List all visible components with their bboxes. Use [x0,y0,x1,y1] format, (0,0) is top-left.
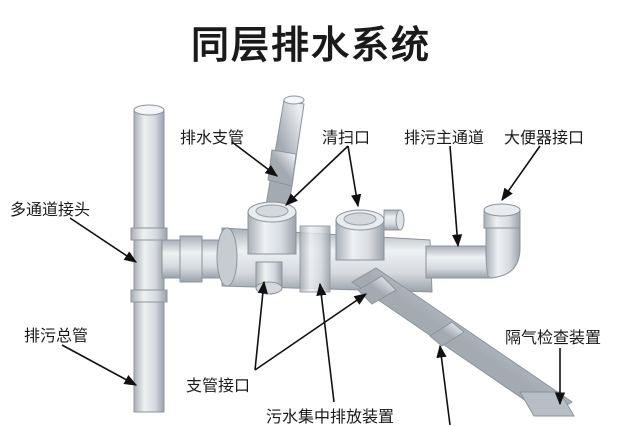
leader-arrows [61,141,566,425]
main-channel-pipe [425,203,521,279]
cleanout-left [247,201,297,255]
label-main-drain-stack: 排污总管 [24,326,89,345]
label-branch-interface: 支管接口 [186,376,251,395]
label-multi-channel-joint: 多通道接头 [10,200,91,219]
outlet-diagonal-pipe [351,267,575,417]
label-toilet-interface: 大便器接口 [504,128,585,147]
label-odor-isolation: 隔气检查装置 [505,328,602,347]
diagram-title: 同层排水系统 [190,23,431,67]
label-collection-device: 污水集中排放装置 [266,407,395,426]
cleanout-right [335,209,405,261]
label-main-channel: 排污主通道 [404,128,485,147]
branch-interface-stub [255,261,283,295]
label-cleanout: 清扫口 [322,128,371,147]
branch-drain-pipe [265,95,305,213]
main-drain-stack-pipe [130,104,168,413]
label-branch-drain: 排水支管 [180,128,245,147]
